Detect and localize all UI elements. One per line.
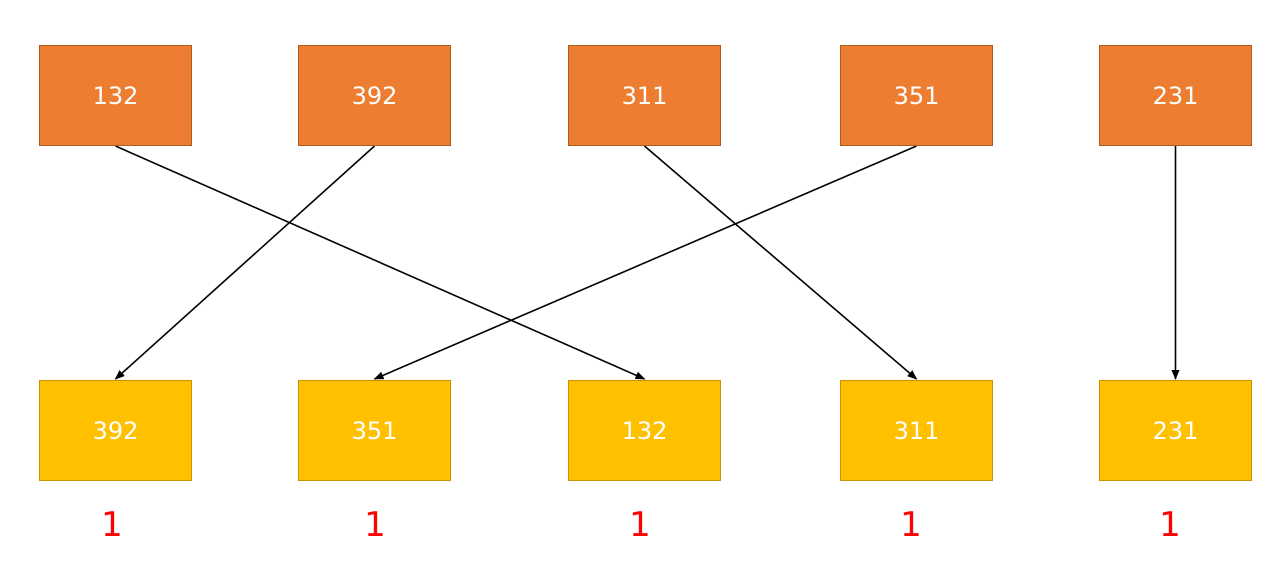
top-box-5-label: 231 — [1152, 81, 1199, 110]
bottom-box-5: 231 — [1099, 380, 1252, 481]
top-box-5: 231 — [1099, 45, 1252, 146]
top-box-1: 132 — [39, 45, 192, 146]
top-box-4: 351 — [840, 45, 993, 146]
top-box-4-label: 351 — [893, 81, 940, 110]
top-box-2: 392 — [298, 45, 451, 146]
count-label-4: 1 — [900, 505, 922, 545]
bottom-box-2: 351 — [298, 380, 451, 481]
count-label-2: 1 — [364, 505, 386, 545]
bottom-box-3-label: 132 — [621, 416, 668, 445]
top-box-3: 311 — [568, 45, 721, 146]
bottom-box-1-label: 392 — [92, 416, 139, 445]
arrow-3 — [643, 145, 918, 380]
count-label-3: 1 — [629, 505, 651, 545]
bottom-box-3: 132 — [568, 380, 721, 481]
bottom-box-4: 311 — [840, 380, 993, 481]
arrow-2 — [114, 145, 376, 380]
top-box-2-label: 392 — [351, 81, 398, 110]
count-label-1: 1 — [101, 505, 123, 545]
bottom-box-2-label: 351 — [351, 416, 398, 445]
bottom-box-1: 392 — [39, 380, 192, 481]
arrow-1 — [115, 145, 646, 380]
arrow-4 — [373, 145, 917, 380]
bottom-box-5-label: 231 — [1152, 416, 1199, 445]
count-label-5: 1 — [1159, 505, 1181, 545]
top-box-1-label: 132 — [92, 81, 139, 110]
top-box-3-label: 311 — [621, 81, 668, 110]
bottom-box-4-label: 311 — [893, 416, 940, 445]
